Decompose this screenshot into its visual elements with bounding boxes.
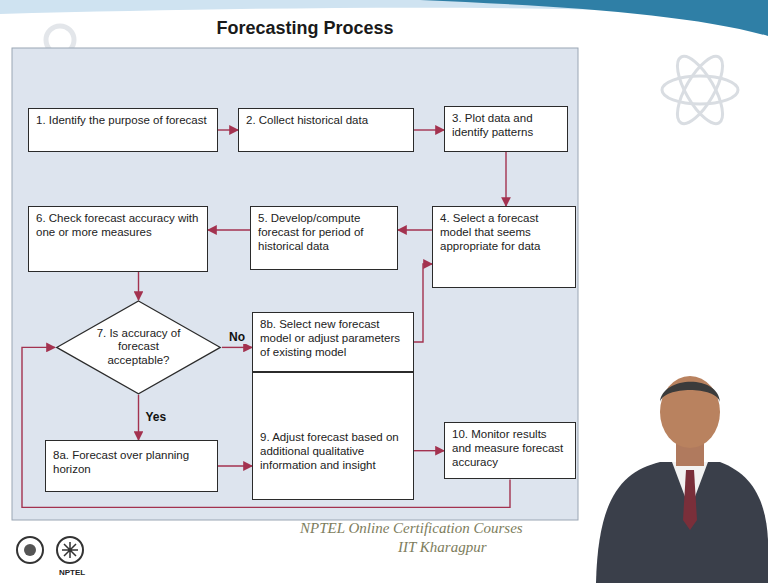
flowchart-panel (12, 48, 578, 520)
decision-diamond: 7. Is accuracy of forecast acceptable? (55, 300, 222, 395)
flow-arrow (222, 347, 252, 348)
process-box: 6. Check forecast accuracy with one or m… (28, 206, 208, 272)
process-text: 8b. Select new forecast model or adjust … (253, 313, 413, 364)
watermark-text: NPTEL Online Certification Courses (300, 520, 523, 537)
watermark-text: IIT Kharagpur (398, 539, 487, 556)
process-box: 8b. Select new forecast model or adjust … (252, 312, 414, 372)
flow-arrow (22, 347, 510, 507)
presenter-figure (596, 376, 768, 583)
process-box: 5. Develop/compute forecast for period o… (250, 206, 398, 270)
edge-label: No (227, 330, 247, 344)
process-text: 1. Identify the purpose of forecast (29, 109, 217, 133)
process-text: 9. Adjust forecast based on additional q… (253, 373, 413, 477)
process-text: 10. Monitor results and measure forecast… (445, 423, 575, 474)
process-box: 3. Plot data and identify patterns (444, 106, 568, 152)
slide-title: Forecasting Process (216, 18, 393, 39)
flow-arrow (218, 465, 252, 466)
process-box: 10. Monitor results and measure forecast… (444, 422, 576, 479)
flow-arrow (138, 395, 139, 440)
process-text: 6. Check forecast accuracy with one or m… (29, 207, 207, 245)
process-box: 8a. Forecast over planning horizon (45, 440, 218, 492)
top-band-dark (420, 0, 768, 36)
flow-arrow (398, 229, 432, 230)
decision-text: 7. Is accuracy of forecast acceptable? (95, 327, 182, 368)
flow-arrow (208, 229, 250, 230)
process-text: 3. Plot data and identify patterns (445, 107, 567, 145)
process-text: 2. Collect historical data (239, 109, 413, 133)
flow-arrow (414, 129, 444, 130)
flow-arrow (138, 272, 139, 300)
flow-arrow (414, 450, 444, 451)
process-text: 5. Develop/compute forecast for period o… (251, 207, 397, 258)
process-box: 4. Select a forecast model that seems ap… (432, 206, 576, 288)
process-text: 8a. Forecast over planning horizon (46, 441, 217, 482)
process-box: 2. Collect historical data (238, 108, 414, 152)
process-box: 9. Adjust forecast based on additional q… (252, 372, 414, 500)
logo (17, 537, 83, 563)
flow-arrow (218, 129, 238, 130)
edge-label: Yes (144, 410, 169, 424)
flow-arrow (414, 264, 432, 342)
process-text: 4. Select a forecast model that seems ap… (433, 207, 575, 258)
atom-icon (662, 50, 738, 130)
process-box: 1. Identify the purpose of forecast (28, 108, 218, 152)
logo-caption: NPTEL (59, 568, 85, 577)
flow-arrow (505, 152, 506, 206)
